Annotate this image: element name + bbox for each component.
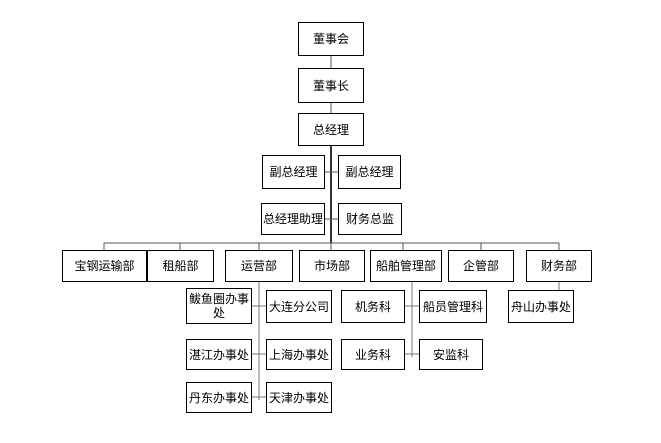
node-branch-dalian[interactable]: 大连分公司: [266, 290, 332, 323]
node-office-zhoushan-label: 舟山办事处: [510, 299, 571, 314]
node-office-shanghai-label: 上海办事处: [268, 347, 329, 362]
node-dept-chartering[interactable]: 租船部: [147, 250, 214, 282]
node-section-safety[interactable]: 安监科: [419, 339, 483, 370]
node-dept-operations[interactable]: 运营部: [225, 250, 293, 282]
node-general-manager-label: 总经理: [312, 122, 349, 137]
node-board-label: 董事会: [312, 32, 349, 46]
node-dept-enterprise-label: 企管部: [462, 259, 499, 273]
node-office-tianjin[interactable]: 天津办事处: [266, 382, 332, 413]
node-section-engineering[interactable]: 机务科: [341, 290, 405, 323]
node-section-safety-label: 安监科: [432, 347, 469, 362]
node-office-dandong-label: 丹东办事处: [188, 390, 249, 405]
node-dept-finance[interactable]: 财务部: [526, 250, 592, 282]
node-office-zhanjiang-label: 湛江办事处: [188, 347, 249, 362]
node-deputy-gm-2-label: 副总经理: [345, 165, 394, 179]
node-dept-market[interactable]: 市场部: [299, 250, 365, 282]
node-deputy-gm-1-label: 副总经理: [269, 165, 318, 179]
node-cfo[interactable]: 财务总监: [338, 203, 402, 235]
node-deputy-gm-2[interactable]: 副总经理: [338, 155, 401, 189]
node-gm-assistant-label: 总经理助理: [263, 212, 324, 226]
node-branch-dalian-label: 大连分公司: [268, 299, 329, 314]
node-general-manager[interactable]: 总经理: [298, 113, 364, 146]
node-dept-baogang[interactable]: 宝钢运输部: [62, 250, 147, 282]
node-office-bayuquan[interactable]: 鲅鱼圈办事处: [186, 288, 252, 324]
node-dept-chartering-label: 租船部: [162, 259, 199, 273]
node-dept-baogang-label: 宝钢运输部: [74, 259, 135, 273]
node-dept-finance-label: 财务部: [540, 259, 577, 273]
node-section-crew-mgmt-label: 船员管理科: [422, 299, 483, 314]
node-dept-enterprise[interactable]: 企管部: [448, 250, 514, 282]
node-section-business[interactable]: 业务科: [341, 339, 405, 370]
node-dept-operations-label: 运营部: [240, 259, 277, 273]
node-section-engineering-label: 机务科: [354, 299, 391, 314]
node-gm-assistant[interactable]: 总经理助理: [261, 203, 325, 235]
node-office-zhoushan[interactable]: 舟山办事处: [508, 290, 574, 323]
node-section-crew-mgmt[interactable]: 船员管理科: [419, 290, 487, 323]
node-board[interactable]: 董事会: [298, 22, 364, 56]
node-dept-market-label: 市场部: [313, 259, 350, 273]
node-dept-ship-mgmt[interactable]: 船舶管理部: [370, 250, 442, 282]
node-section-business-label: 业务科: [354, 347, 391, 362]
node-chairman[interactable]: 董事长: [298, 68, 364, 103]
node-office-bayuquan-label: 鲅鱼圈办事处: [188, 292, 249, 320]
node-office-tianjin-label: 天津办事处: [268, 390, 329, 405]
node-office-dandong[interactable]: 丹东办事处: [186, 382, 252, 413]
node-office-zhanjiang[interactable]: 湛江办事处: [186, 339, 252, 370]
node-cfo-label: 财务总监: [345, 212, 394, 226]
node-deputy-gm-1[interactable]: 副总经理: [262, 155, 325, 189]
node-dept-ship-mgmt-label: 船舶管理部: [375, 259, 436, 273]
node-chairman-label: 董事长: [312, 78, 349, 93]
node-office-shanghai[interactable]: 上海办事处: [266, 339, 332, 370]
